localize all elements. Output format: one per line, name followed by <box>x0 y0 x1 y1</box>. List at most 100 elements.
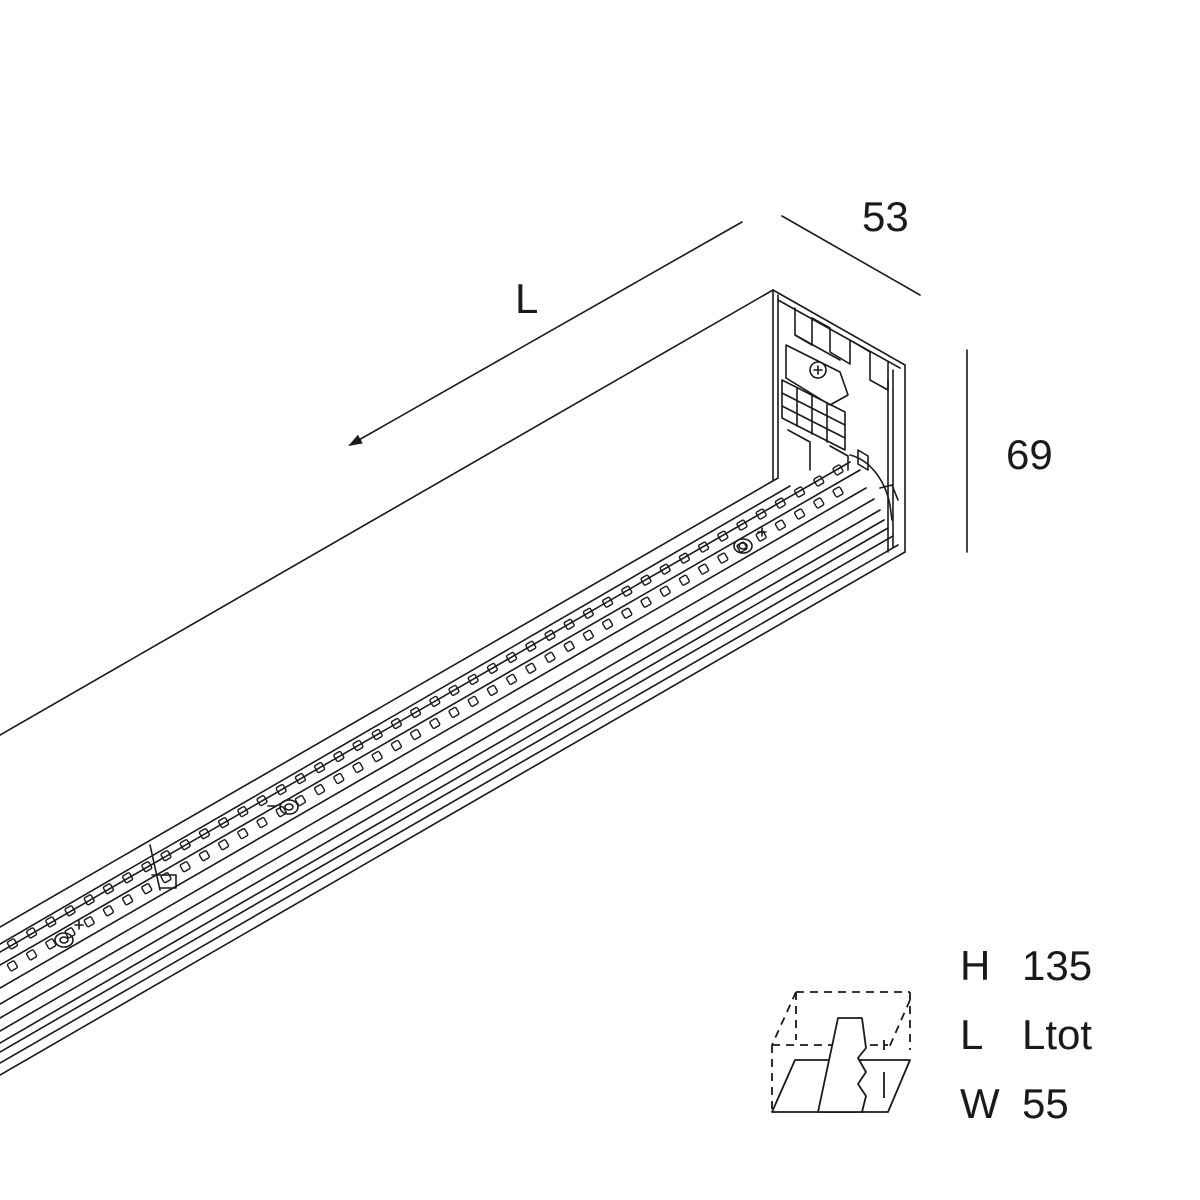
led-chip <box>371 750 383 763</box>
led-chip <box>217 817 230 829</box>
spec-key: W <box>960 1080 1000 1127</box>
led-chip <box>179 839 191 851</box>
led-chip <box>563 618 575 630</box>
led-chip <box>6 938 19 950</box>
led-chip <box>601 618 614 630</box>
led-chip-array <box>6 464 844 972</box>
led-chip <box>313 783 326 796</box>
led-chip <box>275 805 287 818</box>
led-chip <box>505 651 518 664</box>
led-chip <box>409 728 422 741</box>
led-chip <box>621 585 633 597</box>
led-chip <box>678 552 691 564</box>
led-chip <box>237 827 249 840</box>
led-chip <box>659 563 671 575</box>
led-chip <box>774 497 787 509</box>
led-chip <box>45 916 57 928</box>
led-chip <box>563 640 575 652</box>
led-chip <box>429 695 441 708</box>
led-chip <box>467 673 479 686</box>
spec-value: Ltot <box>1022 1011 1093 1058</box>
led-chip <box>505 673 518 686</box>
led-chip <box>237 805 249 818</box>
led-chip <box>352 761 364 774</box>
led-chip <box>83 916 95 928</box>
spec-key: H <box>960 942 991 989</box>
led-chip <box>256 794 268 807</box>
led-chip <box>45 938 57 950</box>
spec-value: 55 <box>1022 1080 1069 1127</box>
led-chip <box>467 695 479 708</box>
led-chip <box>6 960 19 972</box>
led-chip <box>371 728 383 741</box>
led-chip <box>141 861 153 873</box>
led-chip <box>25 949 38 961</box>
led-chip <box>640 596 652 608</box>
profile-body <box>0 289 906 1076</box>
spec-key: L <box>960 1011 984 1058</box>
led-chip <box>755 508 767 520</box>
led-chip <box>582 607 595 619</box>
led-chip <box>64 927 76 939</box>
length-dimension-label: L <box>515 275 539 322</box>
led-chip <box>774 519 787 531</box>
led-chip <box>678 574 691 586</box>
spec-row-length: L Ltot <box>960 1014 1092 1056</box>
led-chip <box>697 541 710 553</box>
led-chip <box>294 772 307 785</box>
led-chip <box>160 872 172 884</box>
led-chip <box>179 861 191 873</box>
width-dimension-label: 53 <box>862 193 909 240</box>
led-chip <box>256 816 268 829</box>
led-chip <box>621 607 633 619</box>
spec-row-width: W 55 <box>960 1083 1069 1125</box>
led-chip <box>525 640 537 652</box>
led-chip <box>448 706 460 719</box>
led-chip <box>121 894 134 906</box>
led-chip <box>333 772 345 785</box>
led-chip <box>640 574 652 586</box>
led-chip <box>525 662 537 674</box>
length-dimension-line <box>348 221 743 446</box>
led-chip <box>64 905 76 917</box>
led-chip <box>793 486 806 498</box>
led-chip <box>601 596 614 608</box>
spec-value: 135 <box>1022 942 1093 989</box>
led-chip <box>429 717 441 730</box>
led-chip <box>390 717 403 730</box>
led-chip <box>697 563 710 575</box>
led-chip <box>25 927 38 939</box>
led-chip <box>121 872 134 884</box>
led-chip <box>813 475 825 487</box>
recessed-installation-icon <box>771 991 911 1113</box>
screw-mounts <box>54 527 767 948</box>
led-chip <box>755 530 767 542</box>
led-chip <box>352 739 364 752</box>
led-chip <box>832 464 844 476</box>
led-chip <box>736 519 748 531</box>
led-chip <box>486 684 499 697</box>
led-chip <box>102 905 115 917</box>
led-chip <box>486 662 499 675</box>
led-chip <box>333 750 345 763</box>
led-chip <box>582 629 595 641</box>
led-chip <box>832 486 844 498</box>
led-chip <box>160 850 172 862</box>
spec-row-height: H 135 <box>960 945 1092 987</box>
led-chip <box>544 651 556 663</box>
led-chip <box>736 541 748 553</box>
end-cap-detail <box>777 299 901 553</box>
led-chip <box>275 783 287 796</box>
led-chip <box>544 629 556 641</box>
width-dimension-line <box>781 215 921 296</box>
led-chip <box>83 894 95 906</box>
led-chip <box>793 508 806 520</box>
led-chip <box>198 828 211 840</box>
led-chip <box>717 530 729 542</box>
led-chip <box>294 794 307 807</box>
led-chip <box>141 883 153 895</box>
led-chip <box>390 739 403 752</box>
led-chip <box>659 585 671 597</box>
led-chip <box>313 761 326 774</box>
